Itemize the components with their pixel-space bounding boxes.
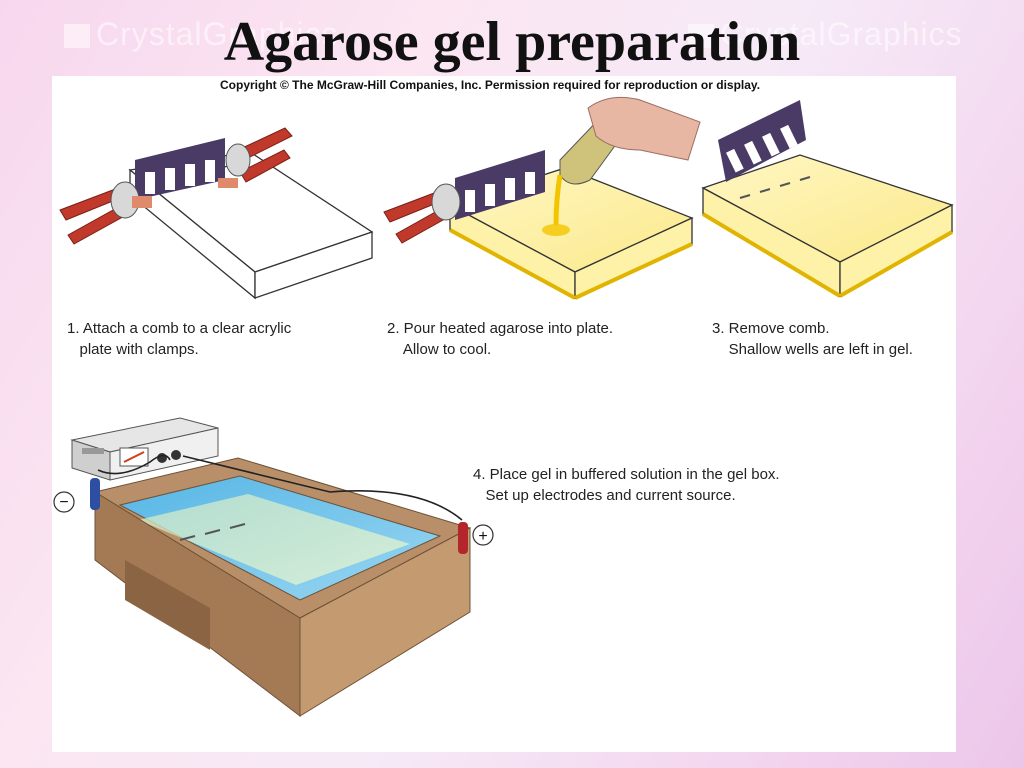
positive-electrode: + bbox=[458, 522, 494, 554]
electrode-wires bbox=[97, 454, 463, 521]
watermark-right: CrystalGraphics bbox=[688, 16, 963, 53]
positive-symbol: + bbox=[478, 528, 487, 545]
power-supply bbox=[70, 417, 219, 481]
clamp-left-1 bbox=[59, 181, 152, 245]
negative-electrode: − bbox=[53, 478, 100, 513]
comb-2 bbox=[455, 150, 545, 220]
copyright-notice: Copyright © The McGraw-Hill Companies, I… bbox=[220, 78, 761, 92]
hand-icon bbox=[587, 96, 701, 161]
step1-illustration bbox=[59, 127, 374, 300]
comb-1 bbox=[135, 138, 225, 200]
negative-symbol: − bbox=[59, 494, 68, 511]
step2-caption: 2. Pour heated agarose into plate. Allow… bbox=[387, 320, 613, 358]
watermark-left: CrystalGraphics bbox=[64, 16, 339, 53]
step1-caption: 1. Attach a comb to a clear acrylic plat… bbox=[67, 320, 292, 358]
gel-plate-3 bbox=[701, 154, 954, 298]
clamp-left-2 bbox=[383, 183, 461, 244]
comb-3 bbox=[718, 100, 806, 182]
step3-illustration bbox=[701, 100, 954, 298]
slide-title: Agarose gel preparation bbox=[223, 11, 801, 73]
step4-caption: 4. Place gel in buffered solution in the… bbox=[473, 466, 780, 504]
step2-illustration bbox=[383, 96, 701, 300]
wells-row bbox=[739, 176, 811, 199]
step3-caption: 3. Remove comb. Shallow wells are left i… bbox=[712, 320, 913, 358]
clamp-right-1 bbox=[218, 127, 293, 188]
gel-box bbox=[93, 457, 472, 718]
step4-illustration: − + bbox=[53, 417, 494, 718]
